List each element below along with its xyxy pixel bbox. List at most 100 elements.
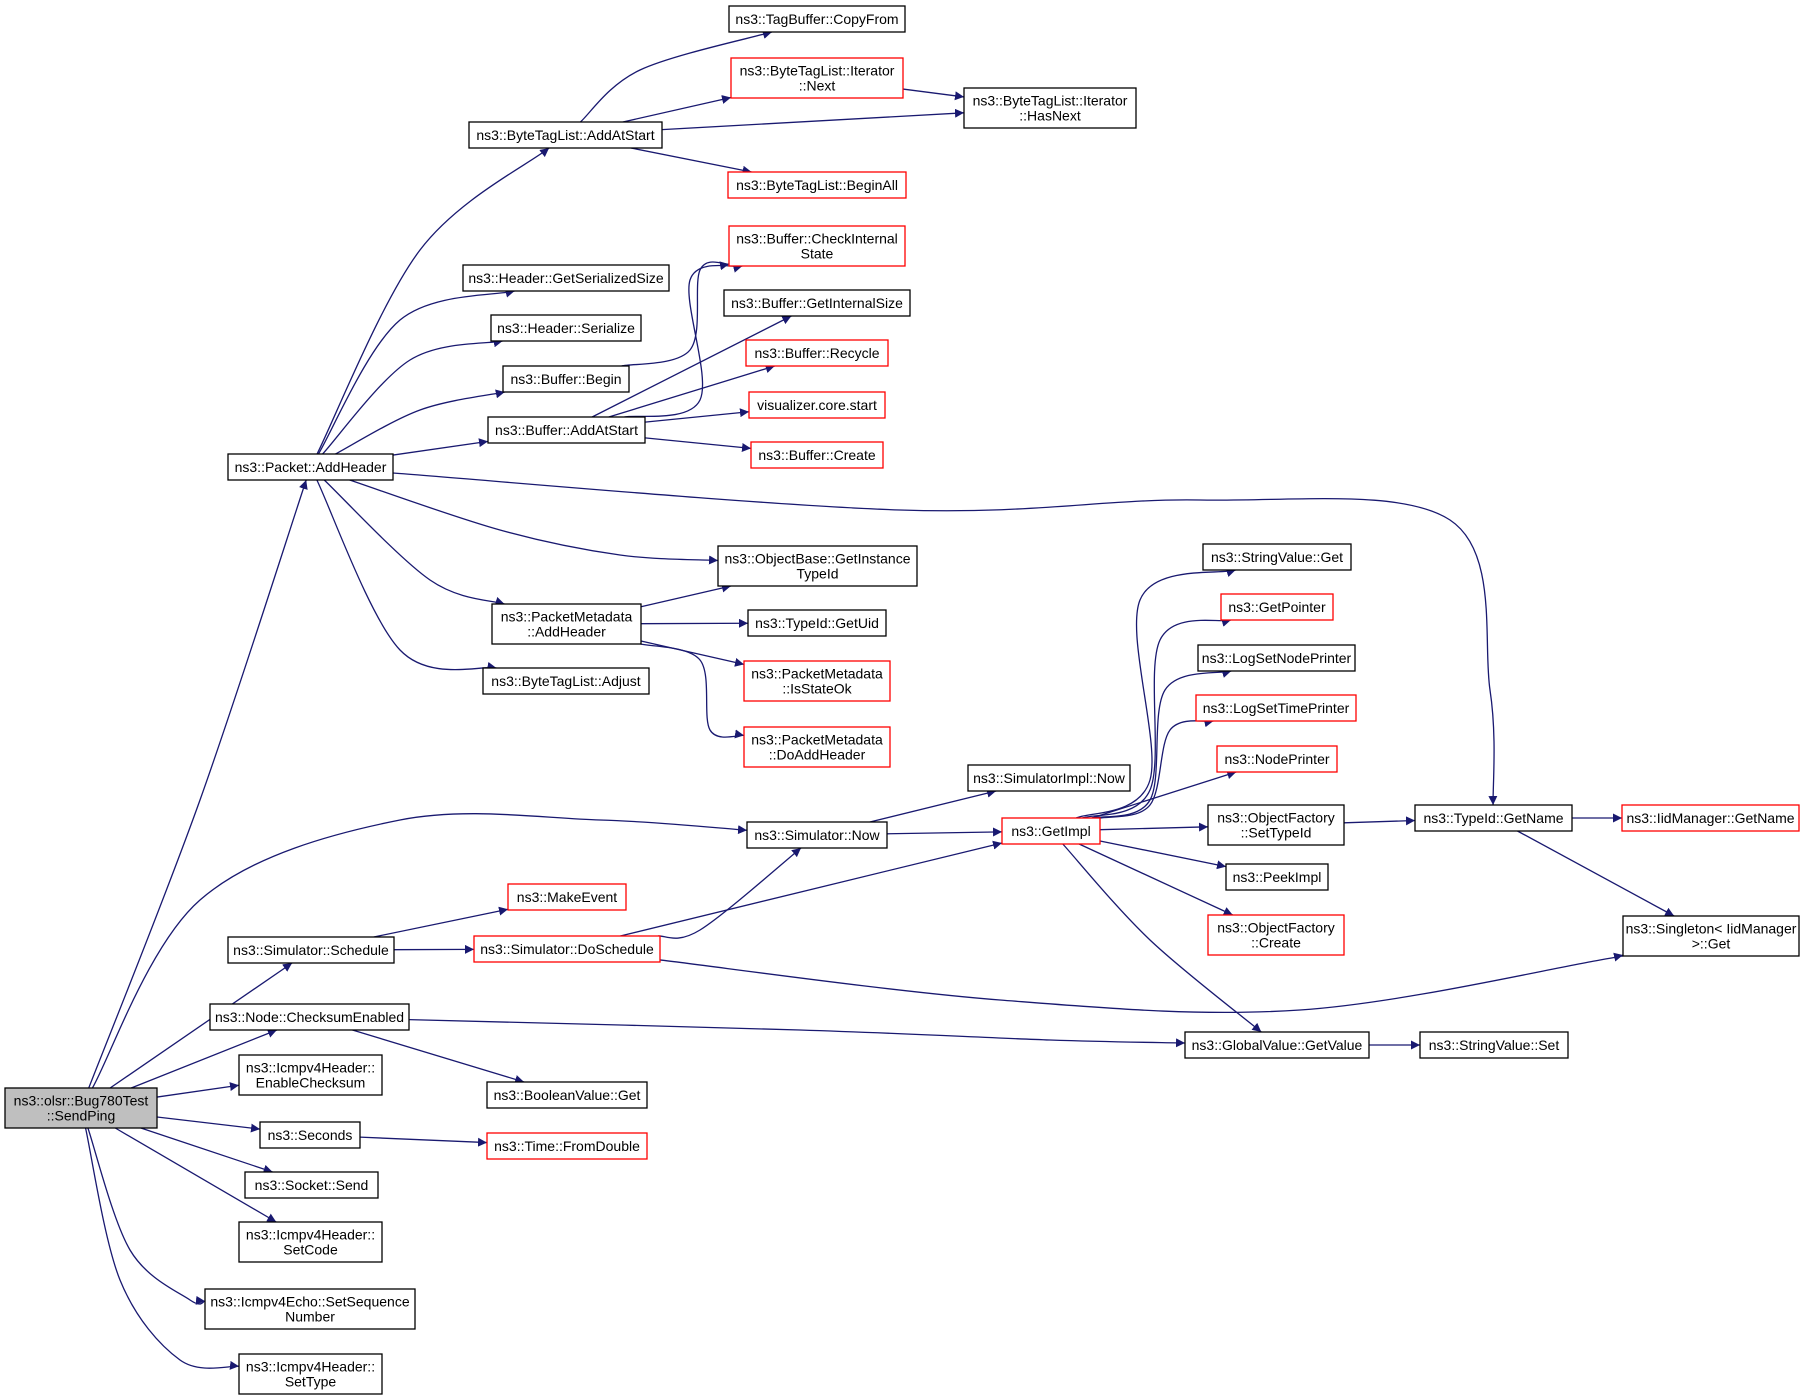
edge-line xyxy=(886,827,1003,837)
node-addHeader[interactable]: ns3::Packet::AddHeader xyxy=(227,453,394,481)
node-objFactorySetTypeId[interactable]: ns3::ObjectFactory::SetTypeId xyxy=(1207,804,1345,846)
node-pmIsStateOk[interactable]: ns3::PacketMetadata::IsStateOk xyxy=(743,660,891,702)
node-btlAdjust[interactable]: ns3::ByteTagList::Adjust xyxy=(482,667,650,695)
node-hdrGetSerSize[interactable]: ns3::Header::GetSerializedSize xyxy=(462,264,670,292)
node-simNow[interactable]: ns3::Simulator::Now xyxy=(746,821,888,849)
node-box xyxy=(502,365,630,393)
edge-root-to-icmpEnable xyxy=(156,1082,240,1098)
node-root[interactable]: ns3::olsr::Bug780Test::SendPing xyxy=(4,1087,158,1129)
node-box xyxy=(238,1353,383,1395)
node-tbCopyFrom[interactable]: ns3::TagBuffer::CopyFrom xyxy=(728,5,906,33)
node-box xyxy=(963,87,1137,129)
node-socketSend[interactable]: ns3::Socket::Send xyxy=(244,1171,379,1199)
node-simSchedule[interactable]: ns3::Simulator::Schedule xyxy=(227,936,395,964)
edge-line xyxy=(644,408,750,423)
node-icmpSetType[interactable]: ns3::Icmpv4Header::SetType xyxy=(238,1353,383,1395)
node-bufAddAtStart[interactable]: ns3::Buffer::AddAtStart xyxy=(487,416,646,444)
edge-line xyxy=(156,1116,261,1133)
node-box xyxy=(743,660,891,702)
edge-line xyxy=(91,813,748,1089)
node-logSetTimePrinter[interactable]: ns3::LogSetTimePrinter xyxy=(1195,694,1357,722)
node-stringValueGet[interactable]: ns3::StringValue::Get xyxy=(1202,543,1352,571)
edge-bufAddAtStart-to-bufCreate xyxy=(644,437,752,452)
node-iidMgrGetName[interactable]: ns3::IidManager::GetName xyxy=(1621,804,1800,832)
node-bufGetInternalSize[interactable]: ns3::Buffer::GetInternalSize xyxy=(723,289,911,317)
edge-line xyxy=(1343,816,1416,826)
node-pmAddHeader[interactable]: ns3::PacketMetadata::AddHeader xyxy=(491,603,642,645)
edge-seconds-to-timeFromDouble xyxy=(359,1136,488,1147)
node-nodeChecksum[interactable]: ns3::Node::ChecksumEnabled xyxy=(209,1003,410,1031)
node-typeIdGetName[interactable]: ns3::TypeId::GetName xyxy=(1414,804,1573,832)
node-singletonGet[interactable]: ns3::Singleton< IidManager>::Get xyxy=(1622,915,1800,957)
edge-line xyxy=(1062,843,1262,1033)
node-typeIdGetUid[interactable]: ns3::TypeId::GetUid xyxy=(747,609,887,637)
edge-getImpl-to-globalValueGetValue xyxy=(1062,843,1262,1033)
edge-line xyxy=(1099,822,1209,832)
node-seconds[interactable]: ns3::Seconds xyxy=(259,1121,361,1149)
node-box xyxy=(967,764,1131,792)
node-vizCoreStart[interactable]: visualizer.core.start xyxy=(748,391,886,419)
node-box xyxy=(238,1054,383,1096)
node-objFactoryCreate[interactable]: ns3::ObjectFactory::Create xyxy=(1207,914,1345,956)
edge-line xyxy=(1099,718,1214,819)
edge-objFactorySetTypeId-to-typeIdGetName xyxy=(1343,816,1416,826)
node-boolValueGet[interactable]: ns3::BooleanValue::Get xyxy=(486,1081,648,1109)
node-label: ns3::Icmpv4Header:: xyxy=(246,1227,375,1243)
edge-bufAddAtStart-to-bufGetInternalSize xyxy=(591,315,792,418)
node-label: ns3::olsr::Bug780Test xyxy=(14,1093,149,1109)
edge-getImpl-to-nodePrinter xyxy=(1091,770,1237,819)
node-btlItNext[interactable]: ns3::ByteTagList::Iterator::Next xyxy=(730,57,904,99)
edge-root-to-socketSend xyxy=(140,1127,273,1174)
node-label: ns3::Buffer::Begin xyxy=(510,371,621,387)
node-label: ns3::NodePrinter xyxy=(1224,751,1329,767)
node-bufCreate[interactable]: ns3::Buffer::Create xyxy=(750,441,884,469)
node-box xyxy=(743,726,891,768)
edge-addHeader-to-typeIdGetName xyxy=(392,472,1498,806)
node-nodePrinter[interactable]: ns3::NodePrinter xyxy=(1216,745,1338,773)
node-btlAddAtStart[interactable]: ns3::ByteTagList::AddAtStart xyxy=(468,121,663,149)
edge-line xyxy=(1092,669,1232,819)
node-bufBegin[interactable]: ns3::Buffer::Begin xyxy=(502,365,630,393)
node-icmpEnable[interactable]: ns3::Icmpv4Header::EnableChecksum xyxy=(238,1054,383,1096)
node-label: ns3::Icmpv4Echo::SetSequence xyxy=(210,1294,409,1310)
node-simDoSchedule[interactable]: ns3::Simulator::DoSchedule xyxy=(473,935,661,963)
edge-line xyxy=(130,1029,278,1089)
node-label: ns3::ByteTagList::Iterator xyxy=(740,63,895,79)
edge-line xyxy=(1091,770,1237,819)
node-globalValueGetValue[interactable]: ns3::GlobalValue::GetValue xyxy=(1184,1031,1370,1059)
node-btlItHasNext[interactable]: ns3::ByteTagList::Iterator::HasNext xyxy=(963,87,1137,129)
node-btlBeginAll[interactable]: ns3::ByteTagList::BeginAll xyxy=(727,171,907,199)
edge-getImpl-to-getPointer xyxy=(1082,618,1232,819)
node-box xyxy=(1621,804,1800,832)
node-label: ns3::Socket::Send xyxy=(255,1177,369,1193)
node-box xyxy=(1216,745,1338,773)
edge-btlItNext-to-btlItHasNext xyxy=(902,88,965,101)
node-box xyxy=(728,5,906,33)
node-label: ::SetTypeId xyxy=(1241,825,1312,841)
node-label: ns3::LogSetNodePrinter xyxy=(1202,650,1352,666)
edge-simDoSchedule-to-simNow xyxy=(657,847,802,939)
edge-getImpl-to-objFactoryCreate xyxy=(1078,843,1234,916)
node-logSetNodePrinter[interactable]: ns3::LogSetNodePrinter xyxy=(1197,644,1356,672)
node-peekImpl[interactable]: ns3::PeekImpl xyxy=(1225,863,1329,891)
node-label: ns3::ByteTagList::Adjust xyxy=(491,673,641,689)
edge-bufAddAtStart-to-bufCheckInternal xyxy=(624,263,743,418)
node-label: ns3::SimulatorImpl::Now xyxy=(973,770,1126,786)
node-bufRecycle[interactable]: ns3::Buffer::Recycle xyxy=(745,339,889,367)
node-getImpl[interactable]: ns3::GetImpl xyxy=(1001,817,1101,845)
node-simImplNow[interactable]: ns3::SimulatorImpl::Now xyxy=(967,764,1131,792)
node-label: ns3::TypeId::GetName xyxy=(1423,810,1563,826)
node-getPointer[interactable]: ns3::GetPointer xyxy=(1220,593,1334,621)
edge-addHeader-to-btlAdjust xyxy=(316,479,497,671)
node-icmpSetCode[interactable]: ns3::Icmpv4Header::SetCode xyxy=(238,1221,383,1263)
node-makeEvent[interactable]: ns3::MakeEvent xyxy=(507,883,627,911)
edge-addHeader-to-objBaseGetInstTypeId xyxy=(349,479,719,565)
node-stringValueSet[interactable]: ns3::StringValue::Set xyxy=(1419,1031,1569,1059)
node-pmDoAddHeader[interactable]: ns3::PacketMetadata::DoAddHeader xyxy=(743,726,891,768)
node-timeFromDouble[interactable]: ns3::Time::FromDouble xyxy=(486,1132,648,1160)
node-label: ns3::GlobalValue::GetValue xyxy=(1192,1037,1363,1053)
node-hdrSerialize[interactable]: ns3::Header::Serialize xyxy=(490,314,642,342)
